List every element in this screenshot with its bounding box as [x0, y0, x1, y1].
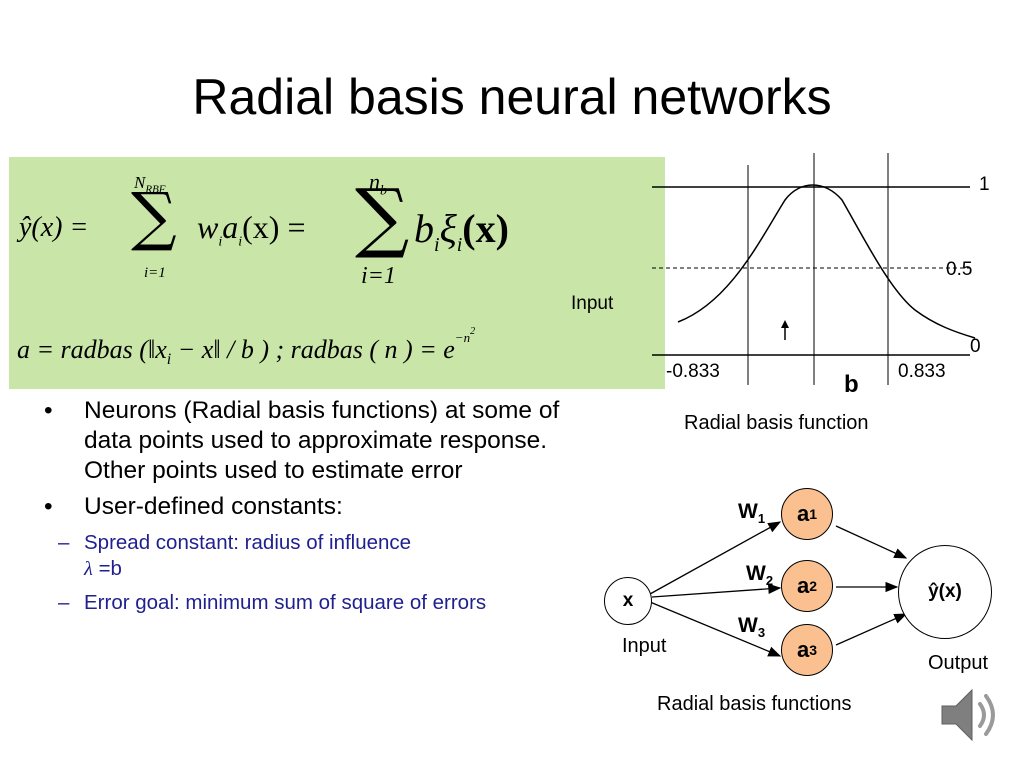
- network-output-label: Output: [928, 652, 989, 674]
- formula-term2: biξi(x): [414, 206, 509, 256]
- edge-a3-out: [835, 613, 908, 646]
- sum2-upper: nb: [369, 169, 387, 199]
- speaker-icon[interactable]: [936, 682, 1006, 748]
- bullet-dot: •: [44, 397, 53, 424]
- edge-x-a2: [651, 583, 782, 598]
- rbf-caption: Radial basis function: [684, 412, 869, 434]
- sub-bullet-item: – Error goal: minimum sum of square of e…: [58, 591, 487, 614]
- sum1-lower: i=1: [144, 265, 166, 281]
- network-caption: Radial basis functions: [657, 693, 852, 715]
- formula-box: ŷ(x) = NRBF ∑ i=1 wiai(x) = nb ∑ i=1 biξ…: [9, 157, 665, 389]
- sum1-sigma: ∑: [131, 180, 177, 254]
- output-node: ŷ(x): [898, 545, 992, 639]
- formula-radbas: a = radbas (‖xi − x‖ / b ) ; radbas ( n …: [17, 326, 476, 369]
- input-node: x: [604, 577, 652, 625]
- edge-a1-out: [835, 525, 908, 559]
- sum1-upper: NRBF: [134, 173, 166, 196]
- rbf-plot: [652, 153, 976, 385]
- sum2-lower: i=1: [361, 263, 396, 289]
- bullet-list: • Neurons (Radial basis functions) at so…: [44, 396, 604, 616]
- formula-lhs: ŷ(x) =: [19, 212, 89, 243]
- tick-x-right: 0.833: [898, 361, 946, 382]
- bullet-item: • Neurons (Radial basis functions) at so…: [44, 397, 560, 484]
- edge-x-a1: [649, 521, 782, 595]
- sum2-sigma: ∑: [355, 172, 410, 261]
- weight-3: W3: [738, 614, 766, 641]
- tick-05: 0.5: [946, 259, 973, 280]
- gaussian-curve: [677, 184, 976, 339]
- bullet-dot: •: [44, 493, 53, 520]
- input-arrow-head: [781, 320, 789, 328]
- formula-term1: wiai(x) =: [197, 209, 306, 250]
- network-input-label: Input: [622, 635, 667, 657]
- tick-0: 0: [970, 336, 981, 357]
- sub-bullet-dash: –: [58, 531, 70, 554]
- sub-bullet-dash: –: [58, 591, 70, 614]
- network-diagram: [649, 521, 908, 657]
- bullet-item: • User-defined constants:: [44, 493, 343, 520]
- edge-x-a3: [649, 601, 782, 657]
- b-label: b: [844, 371, 859, 398]
- weight-2: W2: [746, 562, 774, 589]
- tick-1: 1: [979, 174, 990, 195]
- tick-x-left: -0.833: [666, 361, 720, 382]
- weight-1: W1: [738, 500, 766, 527]
- sub-bullet-item: – Spread constant: radius of influence λ…: [58, 531, 412, 580]
- slide-title: Radial basis neural networks: [192, 69, 832, 125]
- plot-input-label: Input: [571, 293, 614, 314]
